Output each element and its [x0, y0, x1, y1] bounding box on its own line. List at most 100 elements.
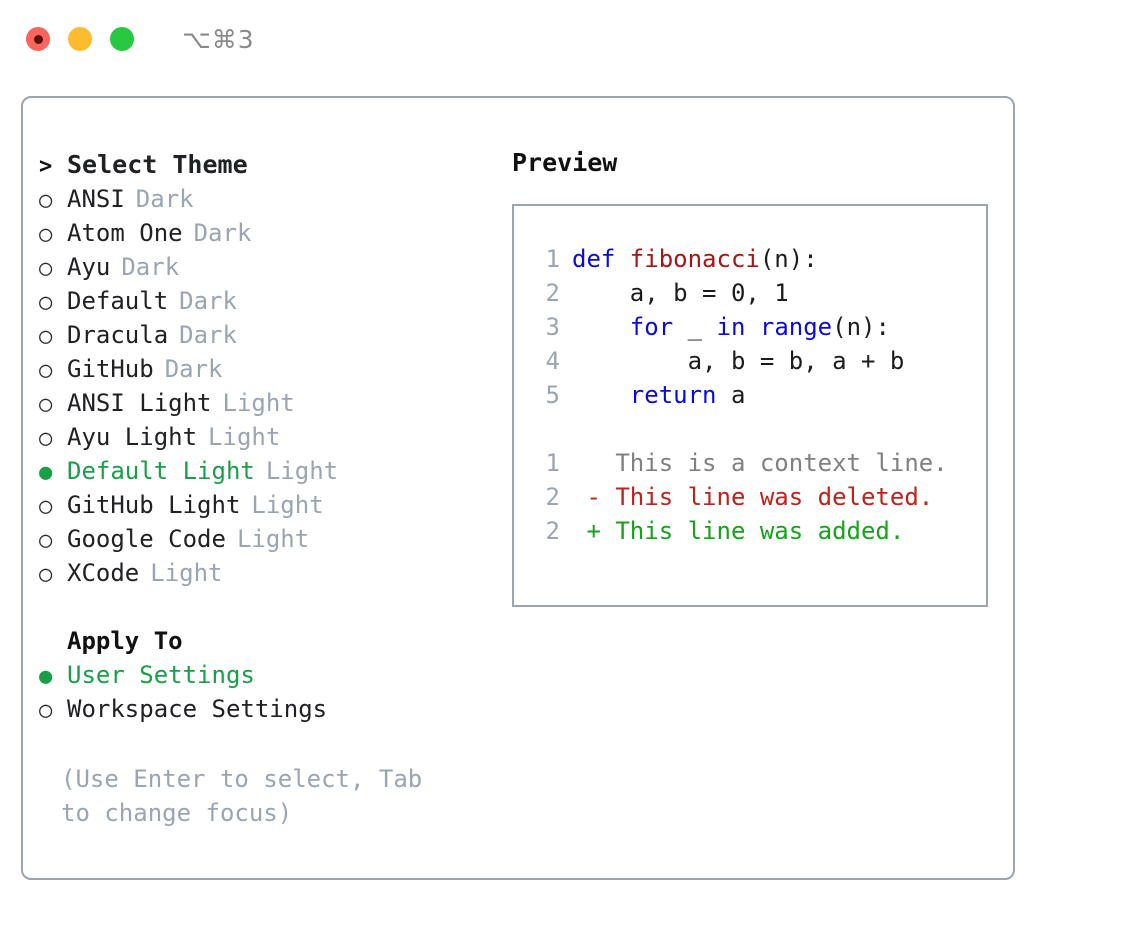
code-line-text: + This line was added.	[572, 514, 904, 548]
theme-item-variant: Light	[208, 423, 281, 451]
code-line-text: for _ in range(n):	[572, 310, 890, 344]
theme-item-variant: Light	[251, 491, 324, 519]
theme-list-item[interactable]: ○ Default Dark	[39, 284, 503, 318]
code-line-row: 3 for _ in range(n):	[514, 310, 986, 344]
line-number: 3	[545, 313, 560, 341]
diff-line-row: 2 + This line was added.	[514, 514, 986, 548]
line-number: 2	[545, 483, 560, 511]
code-line-row: 5 return a	[514, 378, 986, 412]
apply-to-item[interactable]: ○ Workspace Settings	[39, 692, 503, 726]
prompt-caret-icon: >	[39, 154, 53, 179]
keyboard-hint-text: (Use Enter to select, Tab to change focu…	[61, 765, 423, 827]
radio-selected-icon: ●	[39, 664, 53, 689]
diff-line-row: 2 - This line was deleted.	[514, 480, 986, 514]
radio-unselected-icon: ○	[39, 562, 53, 587]
line-number: 4	[545, 347, 560, 375]
code-token: fibonacci	[629, 245, 760, 273]
theme-item-label: Default Light	[67, 457, 255, 485]
close-button-icon[interactable]	[26, 27, 50, 51]
code-token: - This line was deleted.	[572, 483, 934, 511]
theme-item-variant: Dark	[179, 321, 237, 349]
line-number: 5	[545, 381, 560, 409]
radio-unselected-icon: ○	[39, 290, 53, 315]
code-token: This is a context line.	[572, 449, 948, 477]
theme-item-label: XCode	[67, 559, 140, 587]
theme-list-item[interactable]: ● Default Light Light	[39, 454, 503, 488]
code-line-text: return a	[572, 378, 746, 412]
select-theme-header: > Select Theme	[39, 148, 503, 182]
maximize-button-icon[interactable]	[110, 27, 134, 51]
preview-title: Preview	[512, 148, 618, 177]
code-line-text: a, b = b, a + b	[572, 344, 905, 378]
theme-item-label: Ayu	[67, 253, 111, 281]
radio-unselected-icon: ○	[39, 528, 53, 553]
diff-sample-block: 1 This is a context line. 2 - This line w…	[514, 446, 986, 548]
radio-unselected-icon: ○	[39, 426, 53, 451]
code-token: for	[629, 313, 674, 341]
code-token: def	[572, 245, 630, 273]
minimize-button-icon[interactable]	[68, 27, 92, 51]
apply-to-item[interactable]: ●User Settings	[39, 658, 503, 692]
theme-item-label: Dracula	[67, 321, 169, 349]
code-token	[572, 313, 630, 341]
code-token: in	[716, 313, 746, 341]
code-token: range	[759, 313, 833, 341]
code-token: a, b = b, a + b	[572, 347, 905, 375]
code-token: a, b = 0, 1	[572, 279, 789, 307]
apply-to-spacer-icon: ○	[39, 626, 67, 660]
theme-item-label: ANSI	[67, 185, 125, 213]
theme-list-item[interactable]: ○ Dracula Dark	[39, 318, 503, 352]
code-token: (n):	[759, 245, 818, 273]
radio-unselected-icon: ○	[39, 188, 53, 213]
apply-to-title-row: ○ Apply To	[39, 624, 503, 658]
line-number: 1	[545, 449, 560, 477]
apply-to-list: ●User Settings ○ Workspace Settings	[39, 658, 503, 726]
apply-to-item-label: Workspace Settings	[67, 695, 328, 723]
radio-selected-icon: ●	[39, 460, 53, 485]
preview-spacer	[514, 412, 986, 446]
code-token	[745, 313, 759, 341]
code-line-text: - This line was deleted.	[572, 480, 933, 514]
code-token: _	[673, 313, 717, 341]
code-line-text: def fibonacci(n):	[572, 242, 818, 276]
theme-item-label: GitHub	[67, 355, 154, 383]
select-theme-title: Select Theme	[67, 150, 248, 179]
apply-to-group: ○ Apply To ●User Settings○Workspace Sett…	[39, 624, 503, 726]
radio-unselected-icon: ○	[39, 392, 53, 417]
theme-item-label: Default	[67, 287, 169, 315]
keyboard-shortcut-label: ⌥⌘3	[182, 24, 255, 54]
radio-unselected-icon: ○	[39, 256, 53, 281]
title-bar: ⌥⌘3	[0, 0, 1140, 78]
theme-item-variant: Light	[265, 457, 339, 485]
theme-item-label: Google Code	[67, 525, 226, 553]
code-line-row: 2 a, b = 0, 1	[514, 276, 986, 310]
radio-unselected-icon: ○	[39, 324, 53, 349]
traffic-light-group	[26, 27, 134, 51]
code-token: + This line was added.	[572, 517, 905, 545]
line-number: 1	[545, 245, 560, 273]
apply-to-title: Apply To	[67, 627, 183, 655]
code-line-text: This is a context line.	[572, 446, 948, 480]
theme-item-label: ANSI Light	[67, 389, 212, 417]
code-line-row: 1 def fibonacci(n):	[514, 242, 986, 276]
radio-unselected-icon: ○	[39, 698, 53, 723]
radio-unselected-icon: ○	[39, 222, 53, 247]
code-token	[572, 381, 630, 409]
code-token: a	[716, 381, 746, 409]
theme-item-variant: Dark	[179, 287, 237, 315]
